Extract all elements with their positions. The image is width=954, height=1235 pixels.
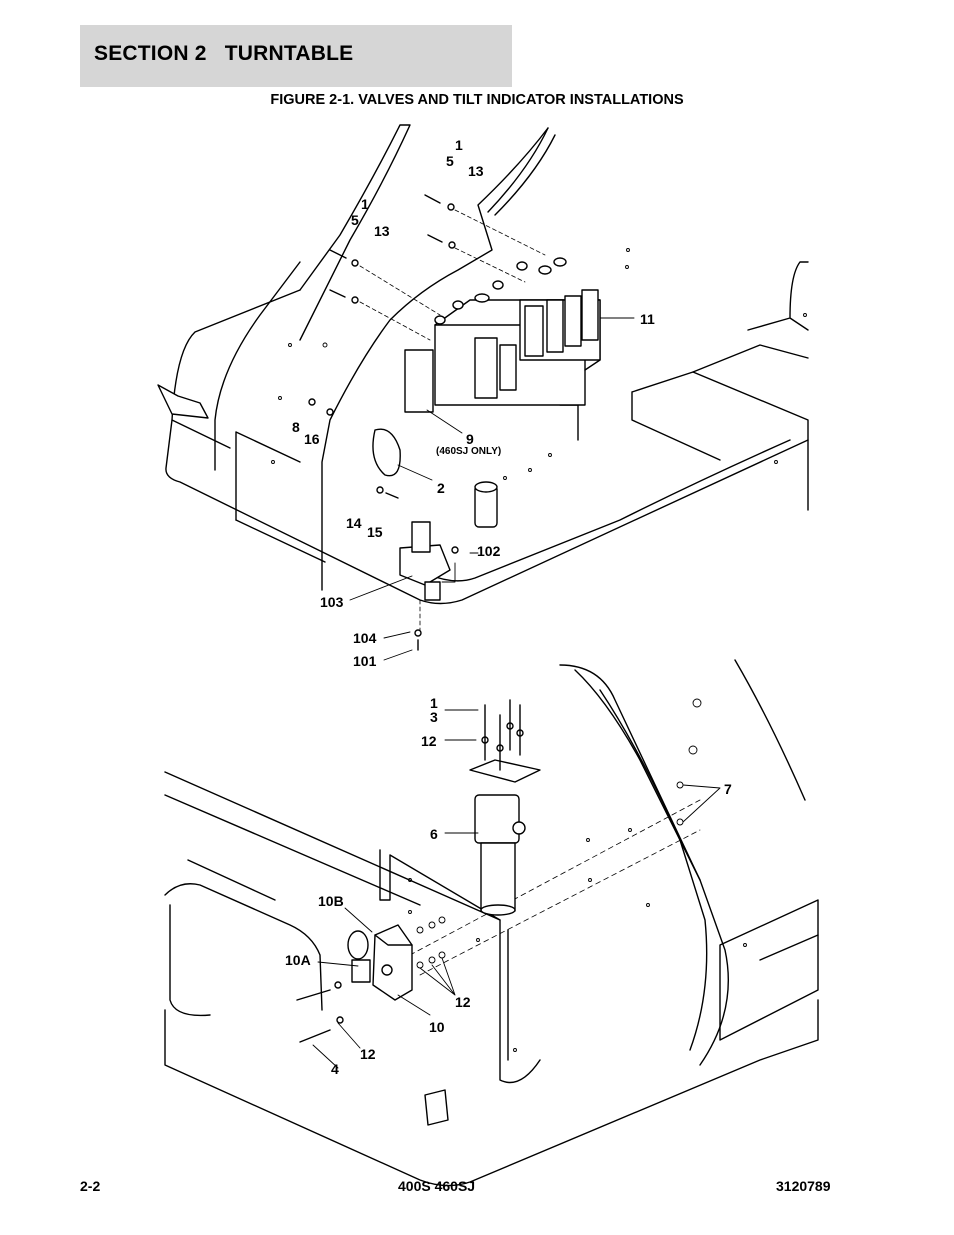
callout-9-note: (460SJ ONLY) <box>436 446 502 457</box>
figure-title: FIGURE 2-1. VALVES AND TILT INDICATOR IN… <box>270 92 684 108</box>
callout-10b: 10B <box>318 893 344 909</box>
callout-12: 12 <box>360 1046 376 1062</box>
callout-13: 13 <box>468 163 484 179</box>
callout-14: 14 <box>346 515 362 531</box>
callout-5: 5 <box>351 212 359 228</box>
turntable-top-drawing <box>157 124 809 661</box>
section-header: SECTION 2 TURNTABLE <box>80 25 512 87</box>
callout-103: 103 <box>320 594 344 610</box>
callout-3: 3 <box>430 709 438 725</box>
valve-stack <box>404 257 599 413</box>
callout-5: 5 <box>446 153 454 169</box>
model-number: 400S 460SJ <box>398 1178 476 1194</box>
callout-10a: 10A <box>285 952 311 968</box>
callout-11: 11 <box>640 311 655 327</box>
callout-13: 13 <box>374 223 390 239</box>
callout-4: 4 <box>331 1061 339 1077</box>
callout-1: 1 <box>430 695 438 711</box>
callout-7: 7 <box>724 781 732 797</box>
page-number: 2-2 <box>80 1178 101 1194</box>
callout-102: 102 <box>477 543 501 559</box>
callout-12: 12 <box>455 994 471 1010</box>
callout-12: 12 <box>421 733 437 749</box>
section-title: SECTION 2 TURNTABLE <box>94 42 354 65</box>
callout-104: 104 <box>353 630 377 646</box>
mounting-bolts <box>329 194 456 304</box>
callout-101: 101 <box>353 653 377 669</box>
callout-2: 2 <box>437 480 445 496</box>
callout-9: 9 <box>466 431 474 447</box>
callout-1: 1 <box>361 196 369 212</box>
callout-6: 6 <box>430 826 438 842</box>
callout-10: 10 <box>429 1019 445 1035</box>
callout-15: 15 <box>367 524 383 540</box>
callout-8: 8 <box>292 419 300 435</box>
document-number: 3120789 <box>776 1178 831 1194</box>
leader-lines <box>312 709 721 1069</box>
tilt-valve <box>347 924 413 1001</box>
callout-1: 1 <box>455 137 463 153</box>
turntable-bottom-drawing <box>164 659 819 1187</box>
callout-16: 16 <box>304 431 320 447</box>
leader-lines <box>349 317 635 661</box>
filter-assembly <box>469 699 541 916</box>
